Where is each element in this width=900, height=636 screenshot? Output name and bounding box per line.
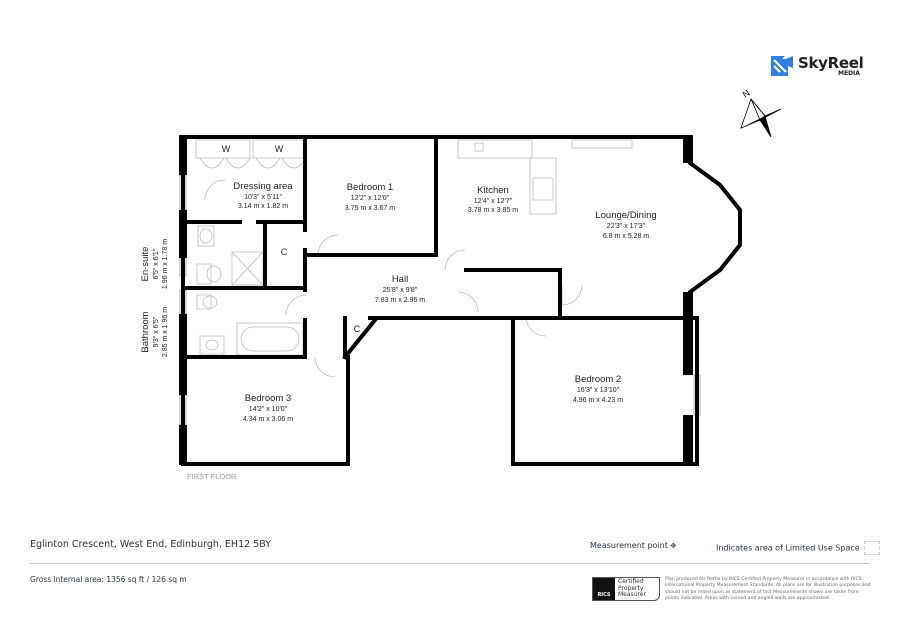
measurement-point-legend: Measurement point ✥ [590,541,676,550]
room-metric: 3.75 m x 3.67 m [345,205,395,212]
room-name: En-suite [140,247,151,282]
wall-blocks [179,135,693,465]
wardrobe-marker: W [222,144,231,154]
compass-rose-icon: N [740,88,782,138]
limited-use-label: Indicates area of Limited Use Space [716,543,860,553]
skyreel-logo-icon [771,56,793,76]
room-imperial: 9'3" x 6'5" [153,316,160,347]
room-kitchen: Kitchen 12'4" x 12'7" 3.78 m x 3.85 m [468,185,518,214]
room-bedroom-3: Bedroom 3 14'2" x 10'0" 4.34 m x 3.06 m [243,393,293,423]
room-metric: 6.8 m x 5.28 m [603,233,649,240]
room-en-suite: En-suite 6'5" x 6'1" 1.96 m x 1.78 m [140,239,169,289]
room-imperial: 16'3" x 13'10" [577,387,620,394]
measurement-point-icon: ✥ [670,542,677,550]
room-metric: 4.96 m x 4.23 m [573,397,623,404]
room-bathroom: Bathroom 9'3" x 6'5" 2.85 m x 1.96 m [140,307,169,357]
rics-label: RICS [597,592,611,598]
logo-sub: MEDIA [838,70,860,77]
skyreel-logo: SkyReel MEDIA [770,54,870,78]
room-imperial: 14'2" x 10'0" [249,406,288,413]
room-metric: 3.14 m x 1.82 m [238,203,288,210]
room-name: Bathroom [140,311,151,352]
room-hall: Hall 25'8" x 9'8" 7.83 m x 2.96 m [375,274,425,304]
room-imperial: 10'3" x 5'11" [244,194,282,201]
room-metric: 3.78 m x 3.85 m [468,207,518,214]
room-metric: 2.85 m x 1.96 m [162,307,169,357]
room-imperial: 12'4" x 12'7" [474,198,513,205]
room-metric: 1.96 m x 1.78 m [162,239,169,289]
room-imperial: 22'3" x 17'3" [607,223,646,230]
limited-use-legend: Indicates area of Limited Use Space [716,541,881,555]
cupboard-marker: C [281,247,288,257]
room-name: Bedroom 1 [347,182,393,193]
room-labels: Dressing area 10'3" x 5'11" 3.14 m x 1.8… [140,144,657,481]
address: Eglinton Crescent, West End, Edinburgh, … [30,539,272,550]
wardrobe-marker: W [275,144,284,154]
room-bedroom-1: Bedroom 1 12'2" x 12'0" 3.75 m x 3.67 m [345,182,395,212]
room-imperial: 12'2" x 12'0" [351,195,390,202]
room-name: Lounge/Dining [595,210,656,221]
cupboard-marker: C [354,324,361,334]
certified-label: Certified Property Measurer [618,578,646,598]
room-name: Bedroom 3 [245,393,291,404]
room-metric: 7.83 m x 2.96 m [375,297,425,304]
room-dressing-area: Dressing area 10'3" x 5'11" 3.14 m x 1.8… [233,181,293,210]
logo-name: SkyReel [798,54,864,72]
fixtures [195,139,633,378]
room-name: Bedroom 2 [575,374,621,385]
room-name: Dressing area [233,181,293,192]
room-name: Kitchen [477,185,509,196]
disclaimer: Plan produced for Rettie by RICS Certifi… [665,577,871,602]
room-lounge-dining: Lounge/Dining 22'3" x 17'3" 6.8 m x 5.28… [595,210,656,240]
compass-north-label: N [741,88,752,100]
room-imperial: 6'5" x 6'1" [153,248,160,279]
rics-badge: RICS Certified Property Measurer [592,577,660,601]
footer-divider [30,563,870,564]
room-imperial: 25'8" x 9'8" [383,287,418,294]
limited-use-swatch-icon [864,541,881,555]
rics-logo-icon: RICS [593,578,615,600]
room-name: Hall [392,274,408,285]
gross-internal-area: Gross internal area: 1356 sq ft / 126 sq… [30,575,187,584]
floor-label: FIRST FLOOR [187,472,237,481]
room-metric: 4.34 m x 3.06 m [243,416,293,423]
measurement-point-label: Measurement point [590,541,668,550]
room-bedroom-2: Bedroom 2 16'3" x 13'10" 4.96 m x 4.23 m [573,374,623,404]
